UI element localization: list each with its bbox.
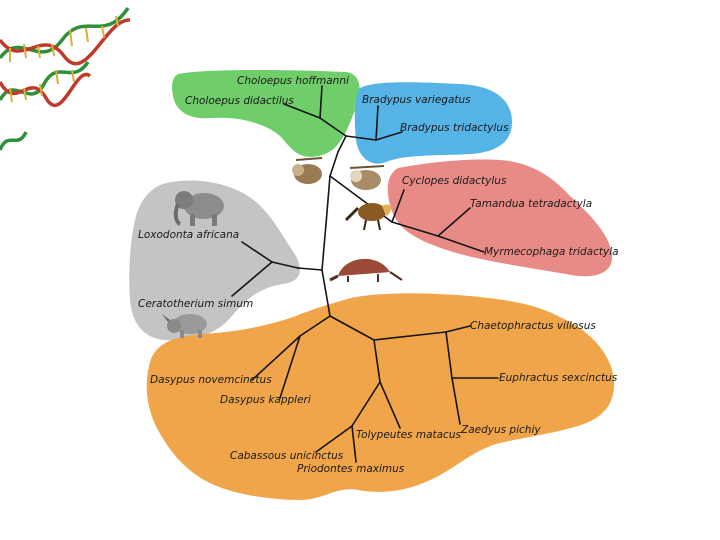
tree-branches — [231, 85, 499, 463]
rhinoceros-icon — [162, 314, 207, 338]
outgroup-clade-region — [129, 180, 300, 341]
label-dasypus-novemcinctus: Dasypus novemcinctus — [150, 374, 272, 386]
elephant-icon — [173, 191, 224, 226]
three-toed-sloth-icon — [349, 165, 385, 190]
label-tolypeutes-matacus: Tolypeutes matacus — [356, 429, 461, 441]
label-cyclopes-didactylus: Cyclopes didactylus — [402, 175, 507, 187]
armadillo-icon — [329, 258, 403, 282]
label-tamandua-tetradactyla: Tamandua tetradactyla — [470, 198, 592, 210]
two-toed-sloth-icon — [292, 157, 323, 184]
label-chaetophractus-villosus: Chaetophractus villosus — [470, 320, 596, 332]
label-bradypus-tridactylus: Bradypus tridactylus — [400, 122, 509, 134]
two-toed-sloth-clade-region — [172, 70, 360, 157]
taxon-labels: Choloepus hoffmanni Choloepus didactilus… — [138, 75, 619, 475]
label-cabassous-unicinctus: Cabassous unicinctus — [230, 450, 344, 462]
label-myrmecophaga-tridactyla: Myrmecophaga tridactyla — [484, 246, 619, 258]
label-ceratotherium-simum: Ceratotherium simum — [138, 298, 253, 310]
armadillo-clade-region — [146, 293, 614, 500]
anteater-icon — [344, 203, 391, 231]
label-bradypus-variegatus: Bradypus variegatus — [362, 94, 471, 106]
label-loxodonta-africana: Loxodonta africana — [138, 229, 239, 241]
label-euphractus-sexcinctus: Euphractus sexcinctus — [499, 372, 618, 384]
label-zaedyus-pichiy: Zaedyus pichiy — [460, 424, 541, 436]
dna-helix-icon — [0, 7, 131, 151]
three-toed-sloth-clade-region — [354, 82, 512, 164]
anteater-clade-region — [387, 159, 612, 277]
label-choloepus-hoffmanni: Choloepus hoffmanni — [237, 75, 349, 87]
label-dasypus-kappleri: Dasypus kappleri — [220, 394, 311, 406]
label-priodontes-maximus: Priodontes maximus — [297, 463, 405, 475]
label-choloepus-didactilus: Choloepus didactilus — [185, 95, 294, 107]
